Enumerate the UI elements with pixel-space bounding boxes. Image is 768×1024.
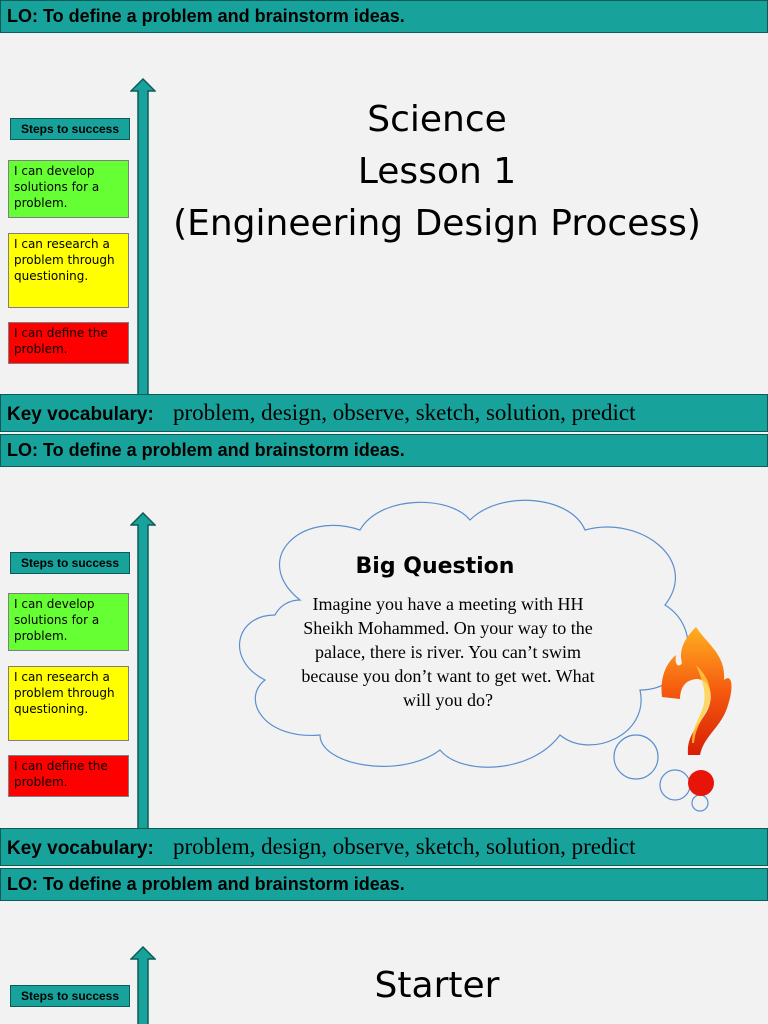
progress-arrow-icon [130, 946, 156, 1024]
title-line-3: (Engineering Design Process) [173, 203, 701, 244]
slide-3: LO: To define a problem and brainstorm i… [0, 868, 768, 1024]
steps-to-success-label: Steps to success [10, 552, 130, 574]
learning-objective-bar: LO: To define a problem and brainstorm i… [0, 0, 768, 33]
big-question-text: Imagine you have a meeting with HH Sheik… [301, 594, 595, 710]
learning-objective-text: LO: To define a problem and brainstorm i… [7, 6, 405, 26]
flaming-question-mark-icon [661, 627, 732, 796]
slide-1: LO: To define a problem and brainstorm i… [0, 0, 768, 434]
steps-to-success-label: Steps to success [10, 985, 130, 1007]
steps-to-success-label: Steps to success [10, 118, 130, 140]
step-success-green: I can develop solutions for a problem. [8, 160, 129, 218]
learning-objective-text: LO: To define a problem and brainstorm i… [7, 874, 405, 894]
title-line-1: Science [367, 99, 507, 140]
learning-objective-bar: LO: To define a problem and brainstorm i… [0, 434, 768, 467]
key-vocabulary-label: Key vocabulary: [7, 838, 154, 859]
step-success-yellow: I can research a problem through questio… [8, 666, 129, 741]
key-vocabulary-words: problem, design, observe, sketch, soluti… [173, 834, 636, 859]
key-vocabulary-words: problem, design, observe, sketch, soluti… [173, 400, 636, 425]
slide-title: Science Lesson 1 (Engineering Design Pro… [150, 94, 724, 250]
step-success-yellow: I can research a problem through questio… [8, 233, 129, 308]
key-vocabulary-label: Key vocabulary: [7, 404, 154, 425]
slide-title: Starter [374, 965, 500, 1006]
learning-objective-text: LO: To define a problem and brainstorm i… [7, 440, 405, 460]
key-vocabulary-bar: Key vocabulary: problem, design, observe… [0, 828, 768, 866]
key-vocabulary-bar: Key vocabulary: problem, design, observe… [0, 394, 768, 432]
big-question-title: Big Question [355, 554, 515, 579]
step-success-green: I can develop solutions for a problem. [8, 593, 129, 651]
title-line-2: Lesson 1 [357, 151, 517, 192]
step-success-red: I can define the problem. [8, 322, 129, 364]
progress-arrow-icon [130, 512, 156, 831]
step-success-red: I can define the problem. [8, 755, 129, 797]
learning-objective-bar: LO: To define a problem and brainstorm i… [0, 868, 768, 901]
